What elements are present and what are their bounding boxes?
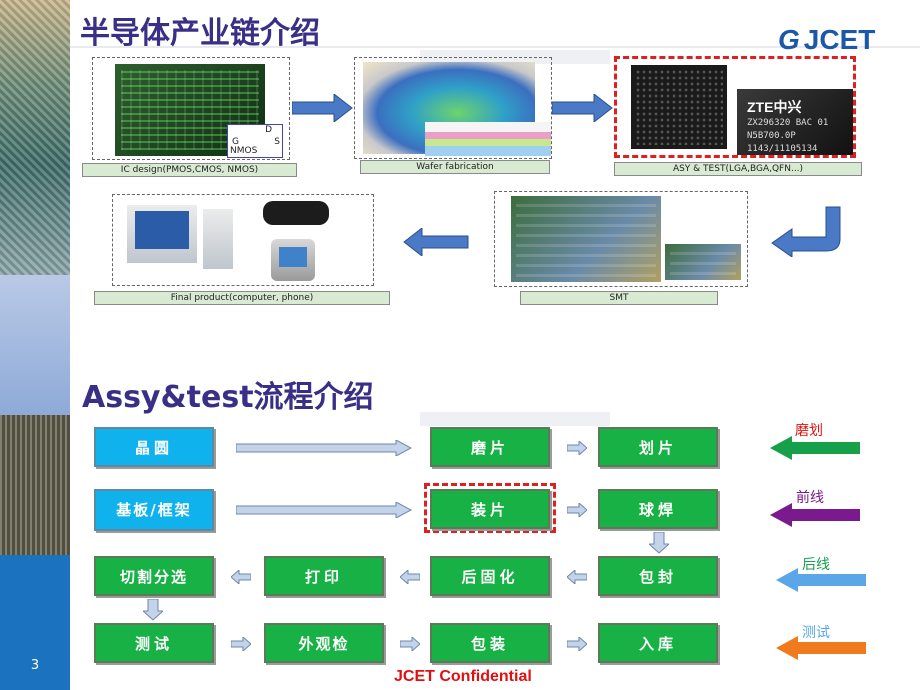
ic-design-panel: G D S NMOS (92, 57, 290, 160)
legend-front-label: 前线 (796, 490, 824, 506)
side-decoration-middle (0, 275, 70, 415)
section-title-industry-chain: 半导体产业链介绍 (80, 16, 320, 51)
motherboard-image (511, 196, 661, 282)
process-arrow-left-icon (400, 570, 420, 584)
asy-test-caption: ASY & TEST(LGA,BGA,QFN...) (614, 162, 862, 176)
process-cut-sort: 切割分选 (94, 556, 214, 596)
chip-line: N5B700.0P (747, 131, 796, 141)
smt-panel (494, 191, 748, 287)
process-arrow-down-icon (649, 532, 669, 554)
legend-back-label: 后线 (802, 557, 830, 573)
side-decoration-bottom (0, 555, 70, 690)
nmos-gate-label: G (232, 137, 239, 147)
legend-front-arrow-icon (770, 503, 860, 527)
wafer-panel (354, 57, 552, 159)
side-decoration-top (0, 0, 70, 275)
smt-caption: SMT (520, 291, 718, 305)
process-arrow-left-icon (231, 570, 251, 584)
process-arrow-right-icon (400, 637, 420, 651)
flow-arrow-right-icon (552, 94, 613, 122)
chip-line: 1143/11105134 (747, 144, 818, 154)
process-wire-bond: 球焊 (598, 489, 718, 529)
expansion-card-image (665, 244, 741, 280)
nmos-symbol: G D S NMOS (227, 124, 283, 158)
process-arrow-right-icon (567, 637, 587, 651)
process-post-cure: 后固化 (430, 556, 550, 596)
page-number: 3 (30, 658, 40, 673)
process-arrow-right-icon (231, 637, 251, 651)
process-arrow-right-icon (567, 441, 587, 455)
flow-arrow-right-icon (292, 94, 353, 122)
cross-section-image (425, 122, 551, 156)
process-arrow-right-icon (567, 503, 587, 517)
nmos-drain-label: D (265, 125, 272, 135)
section-title-assy-test: Assy&test流程介绍 (82, 380, 374, 415)
process-store: 入库 (598, 623, 718, 663)
final-product-caption: Final product(computer, phone) (94, 291, 390, 305)
process-die-attach: 装片 (430, 489, 550, 529)
process-arrow-long-icon (236, 502, 412, 518)
flow-arrow-left-icon (403, 228, 469, 256)
logo-text: JCET (803, 24, 876, 55)
process-dice: 划片 (598, 427, 718, 467)
process-arrow-long-icon (236, 440, 412, 456)
nmos-label: NMOS (230, 146, 258, 156)
process-arrow-down-icon (143, 599, 163, 621)
side-decoration-circuit (0, 415, 70, 555)
process-visual-inspection: 外观检 (264, 623, 384, 663)
nmos-source-label: S (274, 137, 280, 147)
background-tile (420, 412, 610, 426)
process-grind: 磨片 (430, 427, 550, 467)
bga-package-image (631, 65, 727, 149)
asy-test-panel: ZTE中兴 ZX296320 BAC 01 N5B700.0P 1143/111… (614, 56, 856, 158)
legend-test-label: 测试 (802, 625, 830, 641)
process-test: 测试 (94, 623, 214, 663)
pda-phone-image (271, 239, 315, 281)
title-divider (70, 46, 920, 48)
process-arrow-left-icon (567, 570, 587, 584)
legend-grind-dice-label: 磨划 (795, 423, 823, 439)
ic-chip-image: ZTE中兴 ZX296320 BAC 01 N5B700.0P 1143/111… (737, 89, 853, 155)
logo-mark-icon: G (778, 24, 800, 55)
legend-back-arrow-icon (776, 568, 866, 592)
flow-arrow-turn-icon (771, 206, 841, 257)
ic-layout-image (115, 64, 265, 156)
chip-brand: ZTE中兴 (747, 99, 802, 115)
legend-test-arrow-icon (776, 636, 866, 660)
monitor-screen (135, 211, 189, 249)
die-attach-highlight (424, 483, 556, 533)
process-wafer: 晶圆 (94, 427, 214, 467)
ic-design-caption: IC design(PMOS,CMOS, NMOS) (82, 163, 297, 177)
legend-grind-dice-arrow-icon (770, 436, 860, 460)
final-product-panel (112, 194, 374, 286)
confidential-footer: JCET Confidential (394, 668, 532, 685)
computer-monitor-image (127, 205, 197, 263)
process-substrate: 基板/框架 (94, 489, 214, 531)
computer-tower-image (203, 209, 233, 269)
process-mark: 打印 (264, 556, 384, 596)
process-mold: 包封 (598, 556, 718, 596)
handheld-console-image (263, 201, 329, 225)
process-pack: 包装 (430, 623, 550, 663)
chip-line: ZX296320 BAC 01 (747, 118, 829, 128)
wafer-caption: Wafer fabrication (360, 160, 550, 174)
